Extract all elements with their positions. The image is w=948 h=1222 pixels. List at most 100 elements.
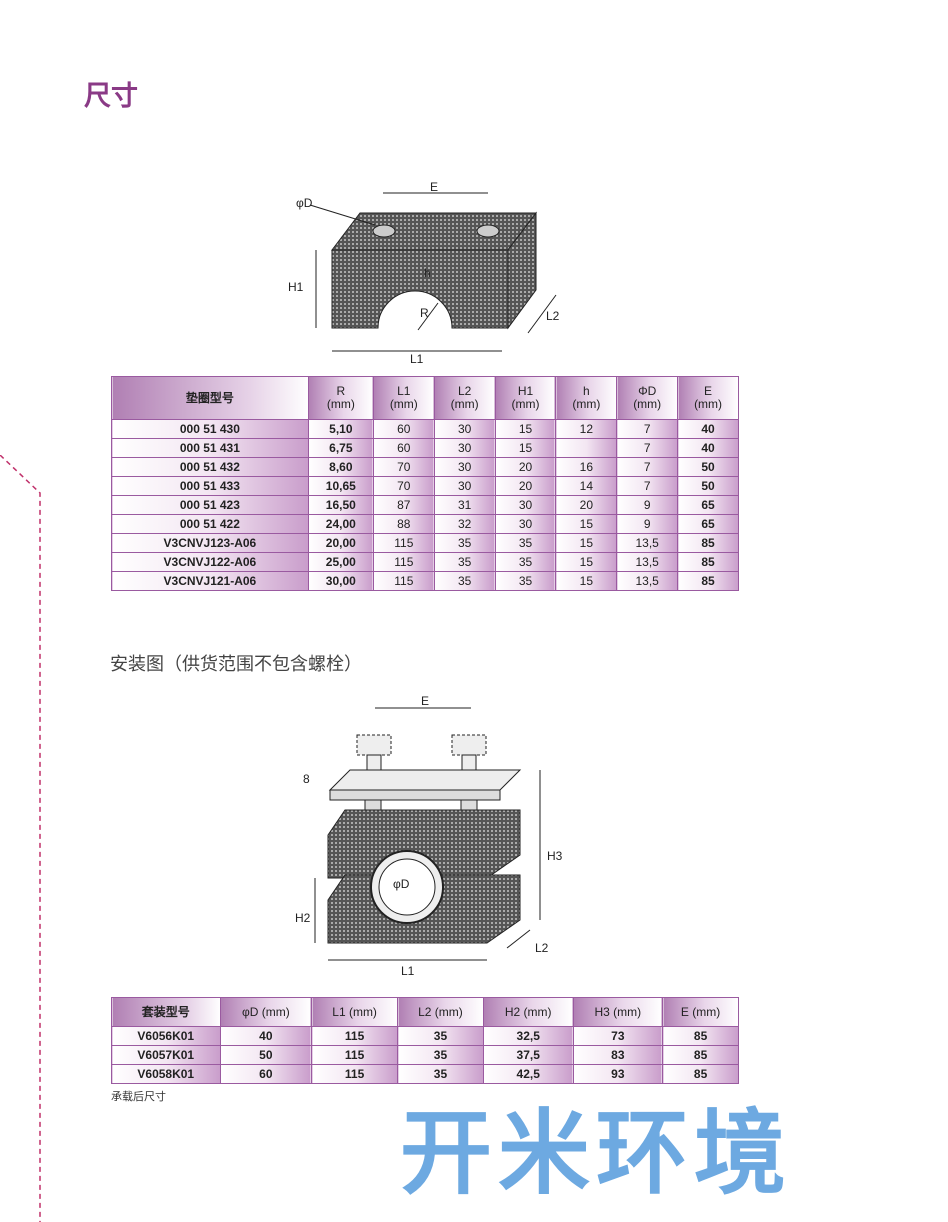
table-cell: 20,00	[307, 533, 374, 553]
table-cell: 14	[555, 476, 618, 496]
table-cell: 20	[494, 457, 557, 477]
table-cell: 25,00	[307, 552, 374, 572]
table-cell: 7	[616, 457, 679, 477]
table-cell: 24,00	[307, 514, 374, 534]
table-cell: 40	[677, 438, 739, 458]
table-cell: 85	[677, 552, 739, 572]
table-cell: 13,5	[616, 552, 679, 572]
watermark: 开米环境	[400, 1100, 793, 1207]
table-cell: 35	[494, 571, 557, 591]
table-cell: 85	[677, 571, 739, 591]
header-cell: L1 (mm)	[372, 376, 435, 420]
table-cell: V3CNVJ123-A06	[111, 533, 309, 553]
table-cell: 12	[555, 419, 618, 439]
install-diagram-title: 安装图（供货范围不包含螺栓）	[110, 654, 362, 675]
table-cell	[555, 438, 618, 458]
table-cell: 115	[372, 552, 435, 572]
table-cell: 000 51 432	[111, 457, 309, 477]
table-cell: 60	[219, 1064, 313, 1084]
table-cell: 13,5	[616, 571, 679, 591]
header-cell: 套装型号	[111, 997, 221, 1027]
table-cell: 32,5	[482, 1026, 574, 1046]
table-cell: 31	[433, 495, 496, 515]
table-cell: 35	[397, 1045, 484, 1065]
label-h1: H1	[288, 280, 304, 294]
table-cell: 30,00	[307, 571, 374, 591]
label-8: 8	[303, 772, 310, 786]
page-title: 尺寸	[84, 81, 138, 112]
table-cell: 16,50	[307, 495, 374, 515]
table-cell: 88	[372, 514, 435, 534]
header-cell: R (mm)	[307, 376, 374, 420]
table-cell: 115	[311, 1045, 399, 1065]
label-phid: φD	[296, 196, 313, 210]
table-cell: 30	[494, 514, 557, 534]
table-cell: 7	[616, 419, 679, 439]
table-cell: 60	[372, 438, 435, 458]
header-cell: L2 (mm)	[397, 997, 484, 1027]
table-cell: 65	[677, 495, 739, 515]
table-cell: V6058K01	[111, 1064, 221, 1084]
table-header-row: 套装型号 φD (mm) L1 (mm) L2 (mm) H2 (mm) H3 …	[111, 997, 739, 1027]
table-cell: 30	[494, 495, 557, 515]
label-e: E	[430, 180, 438, 194]
table-cell: 30	[433, 476, 496, 496]
table-cell: V6056K01	[111, 1026, 221, 1046]
table-cell: 35	[433, 533, 496, 553]
page-border-dashed	[0, 455, 41, 1222]
table-cell: 40	[677, 419, 739, 439]
table-cell: 15	[555, 552, 618, 572]
table-cell: 15	[494, 438, 557, 458]
table-cell: 7	[616, 438, 679, 458]
label-phid: φD	[393, 877, 410, 891]
table-cell: V6057K01	[111, 1045, 221, 1065]
table-cell: 73	[572, 1026, 664, 1046]
table-cell: 15	[555, 514, 618, 534]
table-cell: 15	[555, 533, 618, 553]
table-cell: 000 51 423	[111, 495, 309, 515]
table-cell: 35	[397, 1026, 484, 1046]
header-cell: E (mm)	[677, 376, 739, 420]
table-cell: 85	[662, 1064, 739, 1084]
table-cell: 115	[372, 533, 435, 553]
table-cell: 7	[616, 476, 679, 496]
washer-dimension-diagram: E φD H1 h R L1 L2	[288, 180, 560, 365]
header-cell: φD (mm)	[219, 997, 313, 1027]
label-l2: L2	[546, 309, 560, 323]
table-cell: 70	[372, 476, 435, 496]
table-cell: 35	[433, 552, 496, 572]
footnote: 承载后尺寸	[111, 1090, 166, 1103]
table-cell: 85	[677, 533, 739, 553]
table-cell: 115	[311, 1064, 399, 1084]
header-cell: h (mm)	[555, 376, 618, 420]
table-cell: 35	[397, 1064, 484, 1084]
label-h: h	[424, 266, 431, 280]
table-cell: 000 51 433	[111, 476, 309, 496]
table-cell: 60	[372, 419, 435, 439]
table-cell: 000 51 422	[111, 514, 309, 534]
label-r: R	[420, 306, 429, 320]
header-cell: L2 (mm)	[433, 376, 496, 420]
table-cell: 13,5	[616, 533, 679, 553]
table-cell: V3CNVJ122-A06	[111, 552, 309, 572]
table-cell: 70	[372, 457, 435, 477]
table-cell: 000 51 430	[111, 419, 309, 439]
table-cell: 000 51 431	[111, 438, 309, 458]
table-header-row: 垫圈型号 R (mm) L1 (mm) L2 (mm) H1 (mm) h (m…	[111, 376, 739, 420]
table-cell: 37,5	[482, 1045, 574, 1065]
table-cell: 9	[616, 495, 679, 515]
table-cell: V3CNVJ121-A06	[111, 571, 309, 591]
header-cell: H2 (mm)	[482, 997, 574, 1027]
table-cell: 32	[433, 514, 496, 534]
header-cell: H1 (mm)	[494, 376, 557, 420]
label-l1: L1	[401, 964, 415, 978]
table-cell: 40	[219, 1026, 313, 1046]
